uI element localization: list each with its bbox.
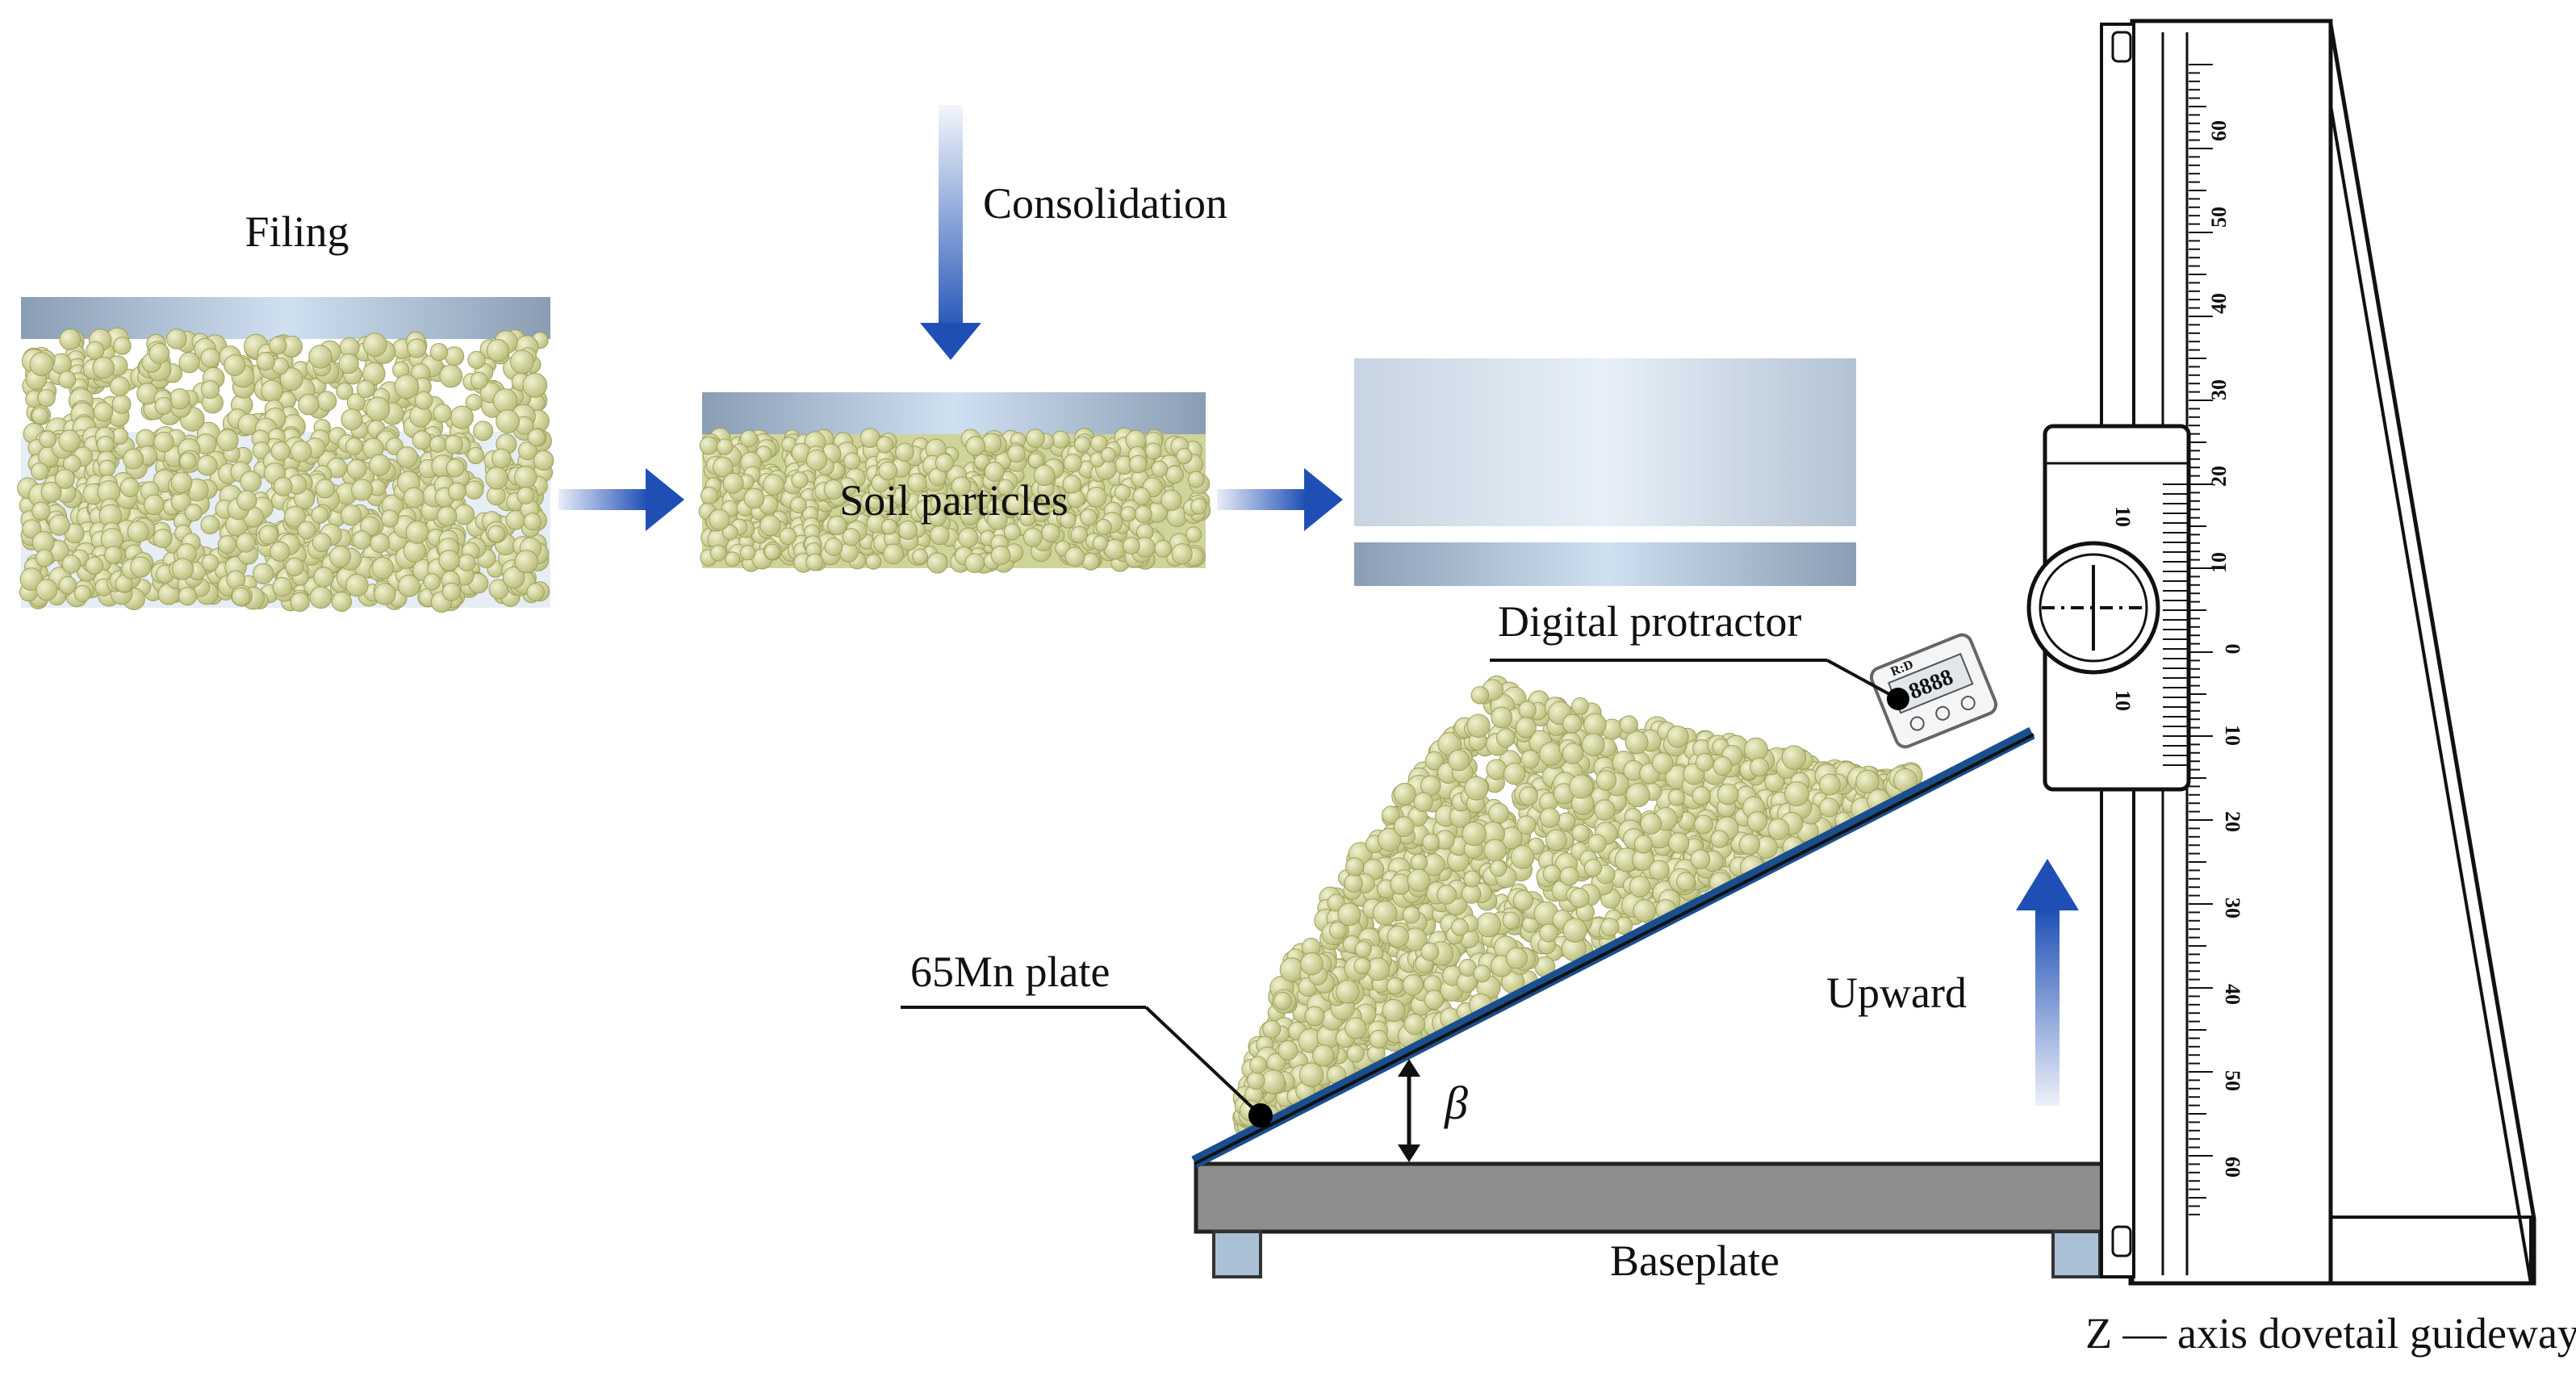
compacted-soil-particles: [698, 427, 1211, 574]
consolidation-arrow-shaft: [939, 105, 963, 339]
ruler-number: 40: [2221, 984, 2244, 1005]
ruler-numbers: 60 50 40 30 20 10 0 10 20 30 40 50 60: [2207, 120, 2244, 1178]
consolidation-lid: [702, 392, 1206, 434]
ruler-number: 40: [2207, 293, 2231, 314]
settled-soil-particles: [17, 426, 554, 613]
guideway-label: Z — axis dovetail guideway: [2085, 1309, 2576, 1358]
dial-lower-number: 10: [2111, 690, 2135, 711]
ruler-number: 0: [2221, 644, 2244, 655]
soil-particles-label: Soil particles: [839, 476, 1068, 525]
soil-pile-on-plate: [1232, 675, 1923, 1137]
digital-protractor: R:D 8888 Digital protractor: [1490, 597, 1998, 749]
upward-motion: Upward: [1826, 859, 2079, 1106]
digital-protractor-label: Digital protractor: [1498, 597, 1801, 646]
process-arrow-2: [1217, 468, 1343, 531]
baseplate-foot-left: [1212, 1230, 1262, 1278]
baseplate: [1194, 1161, 2126, 1234]
upward-arrow-head: [2016, 859, 2079, 910]
baseplate-foot-right: [2051, 1230, 2101, 1278]
upward-arrow-shaft: [2035, 909, 2060, 1106]
consolidation-arrow-head: [920, 323, 981, 360]
plate-pointer-dot: [1248, 1103, 1273, 1128]
ruler-number: 50: [2221, 1070, 2244, 1091]
ruler-scale: [2189, 64, 2213, 1216]
ruler-number: 20: [2207, 466, 2231, 487]
z-axis-guideway: 60 50 40 30 20 10 0 10 20 30 40 50 60 10 10 Z — axis…: [2026, 19, 2576, 1358]
filing-stage: Filing: [17, 207, 554, 613]
ruler-number: 60: [2207, 120, 2231, 141]
consolidation-stage: Consolidation Soil particles: [698, 105, 1227, 574]
ruler-number: 50: [2207, 207, 2231, 228]
ruler-number: 20: [2221, 811, 2244, 832]
ruler-number: 10: [2207, 552, 2231, 573]
process-arrow-1: [558, 468, 684, 531]
ring-body: [1354, 358, 1856, 526]
ruler-number: 30: [2207, 379, 2231, 400]
dial-upper-number: 10: [2111, 506, 2135, 527]
beta-label: β: [1444, 1077, 1468, 1129]
baseplate-assembly: Baseplate: [1194, 1161, 2126, 1285]
upward-label: Upward: [1826, 969, 1967, 1017]
ruler-number: 60: [2221, 1157, 2244, 1178]
sample-ring: [1354, 358, 1856, 586]
consolidation-label: Consolidation: [983, 179, 1227, 228]
baseplate-label: Baseplate: [1610, 1236, 1779, 1285]
falling-soil-particles: [22, 327, 550, 446]
vernier-ticks: [2163, 483, 2189, 766]
ruler-number: 30: [2221, 898, 2244, 918]
plate-edge: [1194, 733, 2034, 1165]
ruler-number: 10: [2221, 725, 2244, 746]
inclined-plate-assembly: β 65Mn plate: [901, 675, 2035, 1169]
filing-label: Filing: [245, 207, 349, 256]
ring-base: [1354, 542, 1856, 586]
protractor-pointer-dot: [1887, 688, 1909, 710]
mn-plate-label: 65Mn plate: [910, 948, 1110, 996]
